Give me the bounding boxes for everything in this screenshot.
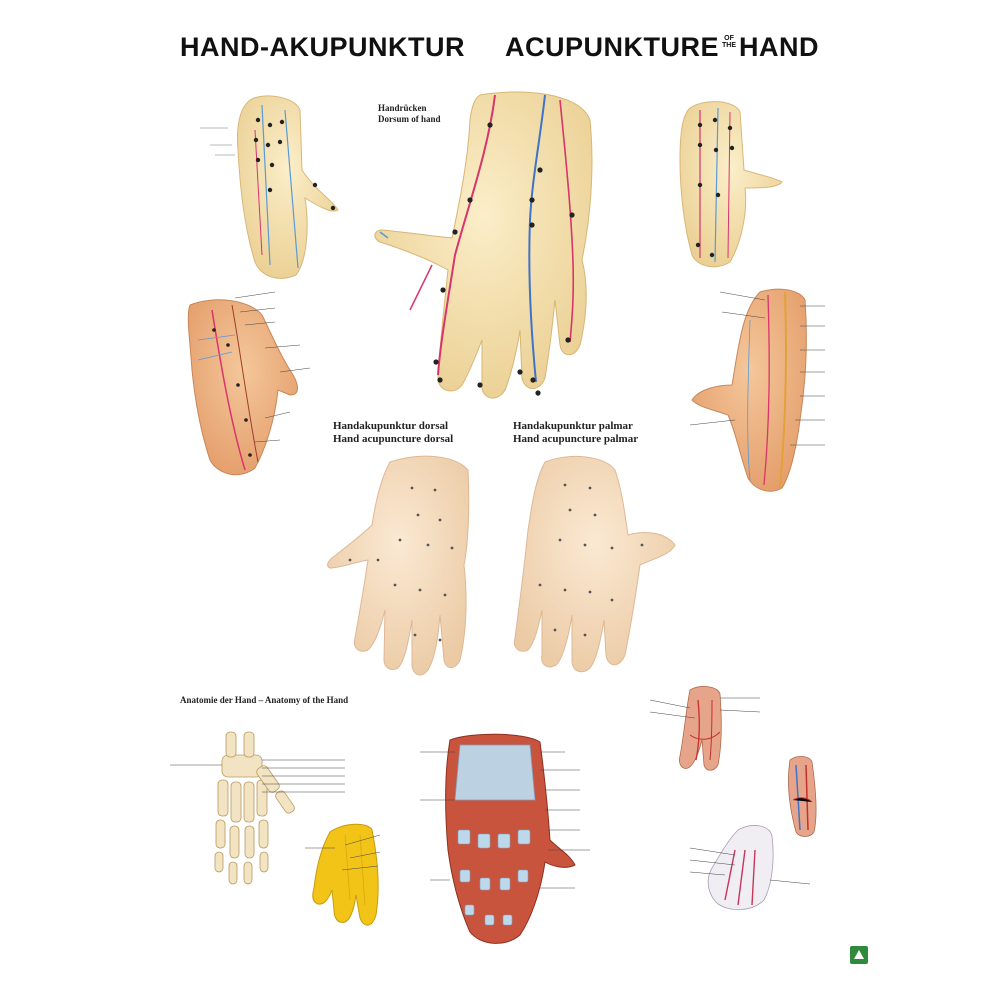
title-english-main: ACUPUNKTURE (505, 32, 719, 62)
hand-yellow-glove (305, 823, 381, 926)
caption-anatomy: Anatomie der Hand – Anatomy of the Hand (180, 695, 349, 705)
title-german: HAND-AKUPUNKTUR (180, 32, 465, 62)
publisher-logo-icon (850, 946, 868, 964)
caption-palmar: Handakupunktur palmar Hand acupuncture p… (513, 420, 638, 446)
caption-dorsal: Handakupunktur dorsal Hand acupuncture d… (333, 420, 453, 446)
hand-skeleton (170, 731, 345, 885)
caption-palmar-de: Handakupunktur palmar (513, 420, 633, 432)
hand-dorsal-points (327, 455, 470, 676)
hand-top-left (200, 95, 339, 279)
title-english-end: HAND (739, 32, 819, 62)
caption-dorsum: Handrücken Dorsum of hand (378, 103, 441, 125)
hand-left-profile (187, 291, 311, 476)
hand-nerves (689, 825, 811, 910)
hand-muscles (420, 733, 590, 944)
caption-dorsal-en: Hand acupuncture dorsal (333, 433, 454, 445)
caption-dorsum-de: Handrücken (378, 103, 427, 113)
hand-center-dorsum (374, 91, 593, 399)
caption-palmar-en: Hand acupuncture palmar (513, 433, 639, 445)
hand-top-right (679, 101, 783, 268)
hand-palmar-points (513, 456, 676, 673)
hand-right-profile (689, 288, 825, 492)
title-small-bottom: THE (722, 42, 736, 49)
caption-dorsal-de: Handakupunktur dorsal (333, 420, 449, 432)
title-small-top: OF (724, 35, 734, 42)
hand-arteries (649, 686, 761, 771)
hand-veins (788, 756, 817, 837)
caption-dorsum-en: Dorsum of hand (378, 114, 441, 124)
